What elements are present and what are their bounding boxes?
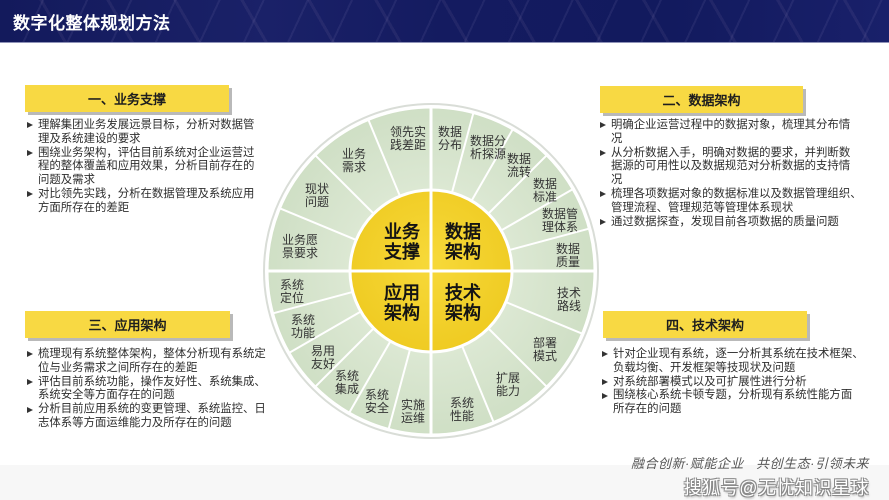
core-label-business-support: 业务支撑 bbox=[384, 222, 420, 262]
quadrant-dividers bbox=[267, 107, 595, 435]
segment-label: 数据质量 bbox=[555, 242, 581, 269]
segment-label: 业务愿景要求 bbox=[281, 233, 319, 260]
segment-label: 部署模式 bbox=[532, 336, 558, 363]
segment-label: 扩展能力 bbox=[495, 371, 521, 398]
segment-label: 系统功能 bbox=[290, 313, 316, 340]
bullet-item: 评估目前系统功能，操作友好性、系统集成、 系统安全等方面存在的问题 bbox=[27, 376, 266, 404]
bullet-triangle-icon bbox=[600, 122, 606, 129]
segment-label: 数据标准 bbox=[532, 177, 558, 204]
bullet-item: 从分析数据入手，明确对数据的要求，并判断数 据源的可用性以及数据规范对分析数据的… bbox=[600, 147, 862, 188]
segment-label: 易用友好 bbox=[310, 344, 336, 371]
bullet-item: 通过数据探查，发现目前各项数据的质量问题 bbox=[600, 216, 862, 230]
segment-label: 数据流转 bbox=[506, 152, 532, 179]
segment-label: 系统性能 bbox=[449, 396, 475, 423]
bullet-item: 对比领先实践，分析在数据管理及系统应用 方面所存在的差距 bbox=[27, 188, 254, 216]
bullet-triangle-icon bbox=[602, 378, 608, 385]
segment-label: 现状问题 bbox=[304, 182, 330, 209]
segment-label: 系统集成 bbox=[334, 369, 360, 396]
bullet-triangle-icon bbox=[600, 218, 606, 225]
section-bullets-application-architecture: 梳理现有系统整体架构，整体分析现有系统定 位与业务需求之间所存在的差距 评估目前… bbox=[27, 348, 266, 431]
bullet-triangle-icon bbox=[27, 378, 33, 385]
bullet-triangle-icon bbox=[27, 406, 33, 413]
title-bar: 数字化整体规划方法 bbox=[0, 0, 889, 43]
bullet-item: 针对企业现有系统，逐一分析其系统在技术框架、 负载均衡、开发框架等技现状及问题 bbox=[602, 348, 864, 376]
segment-dividers bbox=[273, 113, 589, 429]
bullet-item: 梳理各项数据对象的数据标准以及数据管理组织、 管理流程、管理规范等管理体系现状 bbox=[600, 188, 862, 216]
bullet-triangle-icon bbox=[602, 392, 608, 399]
bullet-item: 理解集团业务发展远景目标，分析对数据管 理及系统建设的要求 bbox=[27, 119, 254, 147]
bullet-triangle-icon bbox=[600, 149, 606, 156]
core-label-data-architecture: 数据架构 bbox=[445, 222, 481, 262]
segment-label: 系统定位 bbox=[279, 278, 305, 305]
footer-band bbox=[0, 465, 889, 500]
wheel-outer-shadow bbox=[263, 103, 599, 439]
section-bullets-technical-architecture: 针对企业现有系统，逐一分析其系统在技术框架、 负载均衡、开发框架等技现状及问题 … bbox=[602, 348, 864, 417]
footer-slogan: 融合创新·赋能企业 共创生态·引领未来 bbox=[631, 456, 869, 471]
bullet-item: 围绕核心系统卡顿专题，分析现有系统性能方面 所存在的问题 bbox=[602, 389, 864, 417]
bullet-item: 明确企业运营过程中的数据对象，梳理其分布情 况 bbox=[600, 119, 862, 147]
bullet-triangle-icon bbox=[27, 122, 33, 129]
segment-label: 数据分析探源 bbox=[469, 134, 507, 161]
bullet-item: 围绕业务架构，评估目前系统对企业运营过 程的整体覆盖和应用效果，分析目前存在的 … bbox=[27, 147, 254, 188]
segment-label: 实施运维 bbox=[400, 398, 426, 425]
section-heading-business-support: 一、业务支撑 bbox=[25, 85, 229, 112]
segment-label: 数据分布 bbox=[437, 125, 463, 152]
section-bullets-data-architecture: 明确企业运营过程中的数据对象，梳理其分布情 况 从分析数据入手，明确对数据的要求… bbox=[600, 119, 862, 229]
watermark: 搜狐号@无忧知识星球 bbox=[683, 478, 869, 498]
bullet-triangle-icon bbox=[27, 191, 33, 198]
bullet-triangle-icon bbox=[600, 191, 606, 198]
bullet-triangle-icon bbox=[27, 149, 33, 156]
bullet-item: 梳理现有系统整体架构，整体分析现有系统定 位与业务需求之间所存在的差距 bbox=[27, 348, 266, 376]
core-label-technical-architecture: 技术架构 bbox=[445, 283, 481, 323]
segment-label: 业务需求 bbox=[341, 147, 367, 174]
section-bullets-business-support: 理解集团业务发展远景目标，分析对数据管 理及系统建设的要求 围绕业务架构，评估目… bbox=[27, 119, 254, 216]
bullet-triangle-icon bbox=[602, 351, 608, 358]
segment-label: 领先实践差距 bbox=[389, 125, 427, 152]
bullet-item: 对系统部署模式以及可扩展性进行分析 bbox=[602, 376, 864, 390]
bullet-triangle-icon bbox=[27, 351, 33, 358]
page-title: 数字化整体规划方法 bbox=[13, 14, 171, 33]
section-heading-application-architecture: 三、应用架构 bbox=[25, 311, 230, 338]
segment-label: 系统安全 bbox=[364, 388, 390, 415]
bullet-item: 分析目前应用系统的变更管理、系统监控、日 志体系等方面运维能力及所存在的问题 bbox=[27, 403, 266, 431]
segment-label: 技术路线 bbox=[556, 286, 582, 313]
segment-label: 数据管理体系 bbox=[541, 207, 579, 234]
section-heading-data-architecture: 二、数据架构 bbox=[600, 86, 803, 113]
core-label-application-architecture: 应用架构 bbox=[384, 283, 420, 323]
section-heading-technical-architecture: 四、技术架构 bbox=[603, 311, 807, 338]
